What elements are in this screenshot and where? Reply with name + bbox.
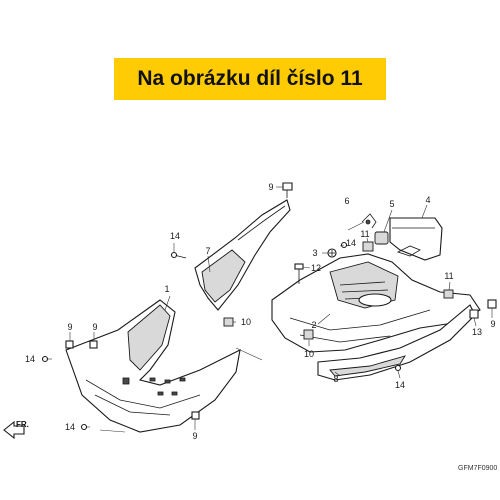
callout-9-top: 9: [268, 182, 273, 192]
callout-13: 13: [472, 327, 482, 337]
banner-text: Na obrázku díl číslo 11: [137, 67, 363, 90]
callout-2: 2: [311, 320, 316, 330]
callout-9-bottom: 9: [192, 431, 197, 441]
front-direction-arrow: FR.: [3, 420, 29, 440]
callout-3: 3: [312, 248, 317, 258]
part-11-clip-b[interactable]: [443, 289, 454, 299]
part-8-side-cover[interactable]: [317, 304, 476, 381]
callout-11-b: 11: [444, 271, 453, 281]
front-label: FR.: [16, 420, 29, 429]
part-2-floor-panel[interactable]: [271, 253, 481, 353]
callout-12: 12: [311, 263, 321, 273]
callout-14-e: 14: [395, 380, 405, 390]
callout-14-b: 14: [346, 238, 356, 248]
diagram-code: GFM7F0900: [458, 465, 497, 472]
callout-9-right: 9: [490, 319, 495, 329]
part-4-wire-clip: [396, 245, 421, 257]
callout-4: 4: [425, 195, 430, 205]
callout-14-d: 14: [65, 422, 75, 432]
callout-5: 5: [389, 199, 394, 209]
part-14-screw-d[interactable]: [80, 423, 88, 431]
part-5-cap[interactable]: [374, 231, 389, 245]
part-14-screw-a[interactable]: [170, 251, 187, 259]
part-10-grommet-a[interactable]: [223, 317, 234, 327]
part-9-bolt-top[interactable]: [282, 182, 293, 198]
callout-9-left-a: 9: [67, 322, 72, 332]
part-7-inner-panel[interactable]: [194, 199, 291, 311]
part-12-bolt[interactable]: [294, 263, 304, 284]
callout-10-a: 10: [241, 317, 251, 327]
callout-9-left-b: 9: [92, 322, 97, 332]
callout-1: 1: [164, 284, 169, 294]
callout-14-c: 14: [25, 354, 35, 364]
part-6-clip[interactable]: [361, 213, 377, 229]
part-9-bolt-bottom[interactable]: [191, 411, 200, 420]
part-14-screw-c[interactable]: [41, 355, 49, 363]
part-14-screw-e[interactable]: [394, 364, 402, 372]
callout-6: 6: [344, 196, 349, 206]
part-4-bracket[interactable]: [389, 217, 443, 261]
part-9-bolt-right[interactable]: [487, 299, 497, 309]
callout-14-a: 14: [170, 231, 180, 241]
part-9-bolt-left-a[interactable]: [65, 340, 74, 349]
part-3-screw[interactable]: [327, 248, 337, 258]
callout-10-b: 10: [304, 349, 314, 359]
part-11-clip-a[interactable]: [362, 241, 374, 252]
part-9-bolt-left-b[interactable]: [89, 340, 98, 349]
part-13-screw[interactable]: [469, 309, 479, 319]
callout-11-a: 11: [360, 229, 369, 239]
leader-lines: [48, 186, 493, 433]
callout-7: 7: [205, 246, 210, 256]
part-1-front-lower-cover[interactable]: [65, 299, 241, 433]
callout-8: 8: [333, 374, 338, 384]
part-10-grommet-b[interactable]: [303, 329, 314, 340]
part-number-banner: Na obrázku díl číslo 11: [114, 58, 386, 100]
